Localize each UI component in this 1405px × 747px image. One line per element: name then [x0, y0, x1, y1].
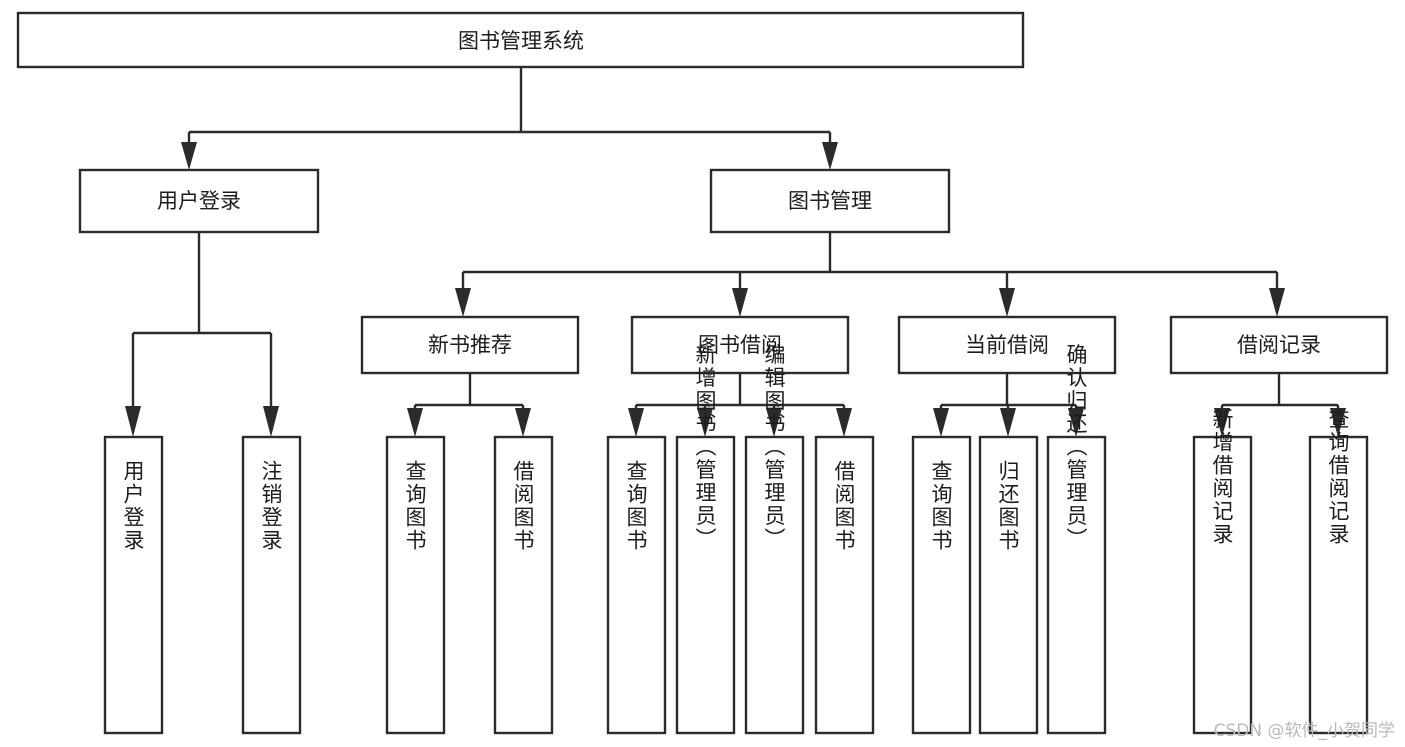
leaf-borrow-book-1-label: 借阅图书 [511, 460, 535, 552]
leaf-borrow-book-1-box[interactable] [493, 435, 554, 735]
leaf-borrow-book-2-label: 借阅图书 [832, 460, 856, 552]
node-book-manage[interactable]: 图书管理 [709, 168, 951, 234]
arrowhead-leaf-return-book [1000, 408, 1016, 437]
leaf-confirm-return-label: 确认归还（管理员） [1064, 344, 1088, 551]
leaf-query-record-box[interactable] [1308, 435, 1369, 735]
leaf-return-book-box[interactable] [978, 435, 1039, 735]
leaf-confirm-return[interactable]: 确认归还（管理员） [1046, 344, 1107, 735]
leaf-borrow-book-2[interactable]: 借阅图书 [814, 435, 875, 735]
arrowhead-book-borrow [732, 288, 748, 317]
connector-group-borrow-record [1214, 373, 1346, 437]
leaf-borrow-book-1[interactable]: 借阅图书 [493, 435, 554, 735]
arrowhead-leaf-user-login [125, 406, 141, 437]
leaf-user-logout-label: 注销登录 [259, 460, 283, 552]
node-book-manage-label: 图书管理 [788, 189, 872, 213]
arrowhead-leaf-user-logout [263, 406, 279, 437]
arrowhead-leaf-add-record [1214, 408, 1230, 437]
connector-group-new-book-recommend [407, 373, 531, 437]
connector-group-book-borrow [628, 373, 852, 437]
leaf-query-book-2-box[interactable] [606, 435, 667, 735]
node-user-login-box[interactable] [78, 168, 320, 234]
node-root[interactable]: 图书管理系统 [16, 11, 1025, 69]
arrowhead-leaf-query-book-2 [628, 408, 644, 437]
arrowhead-current-borrow [999, 288, 1015, 317]
leaf-add-record-label: 新增借阅记录 [1210, 408, 1234, 546]
leaf-query-record-label: 查询借阅记录 [1326, 408, 1350, 546]
arrowhead-new-book-recommend [455, 288, 471, 317]
leaf-borrow-book-2-box[interactable] [814, 435, 875, 735]
leaf-query-book-2[interactable]: 查询图书 [606, 435, 667, 735]
arrowhead-borrow-record [1269, 288, 1285, 317]
connector-group-root [181, 67, 838, 170]
node-user-login[interactable]: 用户登录 [78, 168, 320, 234]
arrowhead-leaf-query-record [1330, 408, 1346, 437]
arrowhead-leaf-query-book-3 [933, 408, 949, 437]
node-new-book-recommend-label: 新书推荐 [428, 333, 512, 357]
leaf-add-book-label: 新增图书（管理员） [693, 344, 717, 551]
leaf-edit-book-label: 编辑图书（管理员） [762, 344, 786, 551]
arrowhead-leaf-confirm-return [1068, 408, 1084, 437]
arrowhead-leaf-query-book-1 [407, 408, 423, 437]
leaf-add-record-box[interactable] [1192, 435, 1253, 735]
leaf-edit-book[interactable]: 编辑图书（管理员） [744, 344, 805, 735]
leaf-return-book-label: 归还图书 [996, 460, 1020, 552]
arrowhead-leaf-borrow-book-1 [515, 408, 531, 437]
node-borrow-record-label: 借阅记录 [1237, 333, 1321, 357]
leaf-user-login[interactable]: 用户登录 [103, 435, 164, 735]
leaf-query-book-3-label: 查询图书 [929, 460, 953, 552]
node-root-label: 图书管理系统 [458, 29, 584, 53]
leaf-return-book[interactable]: 归还图书 [978, 435, 1039, 735]
leaf-add-record[interactable]: 新增借阅记录 [1192, 408, 1253, 735]
node-current-borrow-box[interactable] [897, 315, 1117, 375]
node-book-borrow[interactable]: 图书借阅 [630, 315, 850, 375]
connector-group-book-manage [455, 232, 1285, 317]
leaf-user-logout-box[interactable] [241, 435, 302, 735]
leaf-query-book-2-label: 查询图书 [624, 460, 648, 552]
leaf-add-book-box[interactable] [675, 435, 736, 735]
arrowhead-leaf-edit-book [766, 408, 782, 437]
leaf-query-record[interactable]: 查询借阅记录 [1308, 408, 1369, 735]
leaf-query-book-1-label: 查询图书 [403, 460, 427, 552]
node-new-book-recommend-box[interactable] [360, 315, 580, 375]
node-current-borrow[interactable]: 当前借阅 [897, 315, 1117, 375]
leaf-query-book-3[interactable]: 查询图书 [911, 435, 972, 735]
connector-group-user-login [125, 232, 279, 437]
leaf-user-login-box[interactable] [103, 435, 164, 735]
arrowhead-user-login [181, 142, 197, 170]
leaf-query-book-3-box[interactable] [911, 435, 972, 735]
leaf-user-login-label: 用户登录 [121, 460, 145, 552]
arrowhead-leaf-borrow-book-2 [836, 408, 852, 437]
leaf-confirm-return-box[interactable] [1046, 435, 1107, 735]
node-borrow-record-box[interactable] [1169, 315, 1389, 375]
node-new-book-recommend[interactable]: 新书推荐 [360, 315, 580, 375]
leaf-edit-book-box[interactable] [744, 435, 805, 735]
connector-group-current-borrow [933, 373, 1084, 437]
leaf-add-book[interactable]: 新增图书（管理员） [675, 344, 736, 735]
arrowhead-book-manage [822, 142, 838, 170]
leaf-query-book-1-box[interactable] [385, 435, 446, 735]
node-current-borrow-label: 当前借阅 [965, 333, 1049, 357]
arrowhead-leaf-add-book [697, 408, 713, 437]
node-user-login-label: 用户登录 [157, 189, 241, 213]
node-root-box[interactable] [16, 11, 1025, 69]
node-book-borrow-label: 图书借阅 [698, 333, 782, 357]
leaf-user-logout[interactable]: 注销登录 [241, 435, 302, 735]
node-book-borrow-box[interactable] [630, 315, 850, 375]
node-borrow-record[interactable]: 借阅记录 [1169, 315, 1389, 375]
leaf-query-book-1[interactable]: 查询图书 [385, 435, 446, 735]
node-book-manage-box[interactable] [709, 168, 951, 234]
